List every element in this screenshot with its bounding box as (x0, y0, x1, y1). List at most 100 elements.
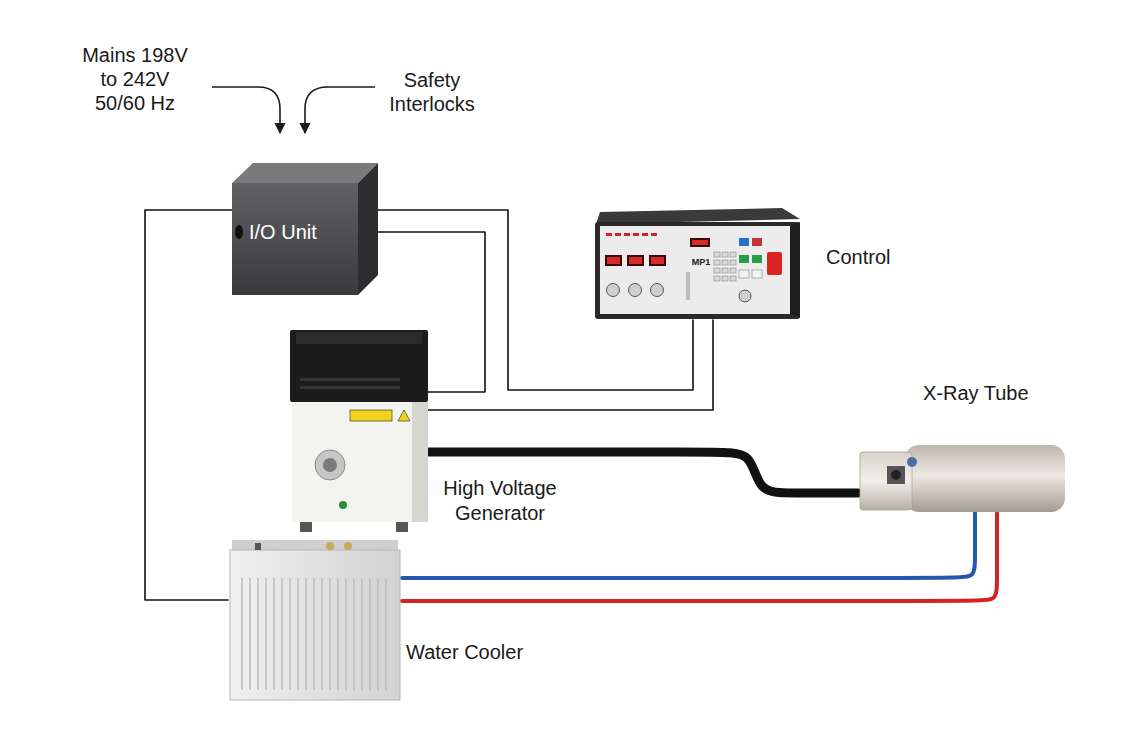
generator-illustration-part (296, 332, 422, 344)
interlock-note: Safety Interlocks (386, 68, 478, 116)
control-unit-illustration-part (714, 268, 720, 273)
water-cooler-illustration-part (249, 578, 251, 690)
water-cooler-illustration (230, 540, 400, 700)
control-unit-illustration-part (739, 270, 749, 278)
control-unit-illustration-part (627, 255, 644, 266)
water-cooler-illustration-part (281, 578, 283, 690)
xray-tube-illustration-part (887, 466, 905, 484)
water-cooler-illustration-part (344, 542, 352, 550)
io-unit-box: I/O Unit (232, 163, 378, 295)
water-cooler-illustration-part (353, 578, 355, 690)
supply-arrow (212, 87, 375, 133)
water-cooler-illustration-part (273, 578, 275, 690)
control-unit-illustration-part (595, 222, 800, 319)
control-unit-illustration-part (722, 276, 728, 281)
control-unit-illustration-part (739, 255, 749, 263)
coolant-pipe (402, 513, 997, 601)
device-label: I/O Unit (249, 220, 359, 245)
device-artwork (212, 87, 1065, 700)
control-unit-illustration-part (629, 284, 642, 297)
control-unit-illustration-part (752, 238, 762, 246)
water-cooler-illustration-part (230, 550, 400, 700)
control-unit-illustration-part (651, 233, 657, 236)
generator-illustration-part (398, 410, 410, 421)
xray-tube-illustration-part (891, 470, 901, 480)
generator-illustration-part (323, 458, 337, 472)
generator-illustration-part (339, 501, 347, 509)
generator-illustration-part (300, 386, 400, 389)
water-cooler-illustration-part (257, 578, 259, 690)
control-unit-illustration-part (730, 260, 736, 265)
control-unit-illustration-part (714, 276, 720, 281)
control-unit-illustration-part (692, 240, 708, 245)
water-cooler-illustration-part (361, 578, 363, 690)
control-unit-illustration-part (730, 268, 736, 273)
control-unit-illustration-part (615, 233, 621, 236)
control-unit-illustration-part (607, 257, 620, 264)
generator-illustration-part (412, 402, 428, 522)
control-unit-illustration-part (790, 222, 800, 318)
io-unit-illustration-part (235, 225, 243, 239)
generator-illustration-part (350, 410, 392, 421)
control-unit-illustration-part (629, 257, 642, 264)
water-cooler-illustration-part (255, 543, 261, 550)
control-unit-illustration (595, 208, 800, 319)
control-unit-illustration-part (633, 233, 639, 236)
control-unit-illustration-part (642, 233, 648, 236)
generator-illustration-part (396, 522, 408, 532)
water-cooler-box: Water Cooler (228, 540, 402, 700)
generator-illustration-part (300, 522, 312, 532)
control-unit-illustration-part (649, 255, 666, 266)
signal-wire (428, 320, 713, 410)
generator-illustration-part (300, 378, 400, 381)
control-unit-illustration-part (651, 284, 664, 297)
control-unit-illustration-part (714, 260, 720, 265)
supply-arrow-part (305, 87, 375, 133)
control-unit-illustration-part (624, 233, 630, 236)
water-cooler-illustration-part (337, 578, 339, 690)
water-cooler-illustration-part (369, 578, 371, 690)
generator-illustration-part (315, 450, 345, 480)
control-unit-illustration-part (690, 238, 710, 247)
water-cooler-illustration-part (305, 578, 307, 690)
control-unit-illustration-part (730, 252, 736, 257)
xray-tube-illustration-part (905, 445, 1065, 512)
control-unit-illustration-part (606, 233, 612, 236)
xray-tube-box: X-Ray Tube (858, 443, 1066, 513)
supply-arrow-part (212, 87, 280, 133)
device-label: X-Ray Tube (923, 381, 1053, 406)
generator-illustration (290, 330, 428, 532)
generator-illustration-part (290, 330, 428, 402)
water-cooler-illustration-part (377, 578, 379, 690)
control-unit-illustration-part (739, 238, 749, 246)
control-unit-illustration-part (596, 208, 800, 224)
control-unit-illustration-part (686, 272, 690, 300)
control-unit-illustration-part (767, 252, 782, 275)
control-unit-illustration-part (722, 260, 728, 265)
io-unit-illustration-part (232, 183, 358, 295)
control-unit-illustration-part (600, 226, 790, 314)
control-unit-illustration-part (714, 252, 720, 257)
water-cooler-illustration-part (297, 578, 299, 690)
xray-tube-illustration-part (860, 452, 912, 510)
xray-tube-illustration (860, 445, 1065, 512)
water-cooler-illustration-part (242, 578, 386, 690)
io-unit-illustration-part (358, 163, 378, 295)
model-label: MP1 (688, 257, 714, 268)
water-cooler-illustration-part (241, 578, 243, 690)
water-cooler-illustration-part (265, 578, 267, 690)
generator-box: High Voltage Generator (290, 330, 428, 535)
io-unit-illustration (232, 163, 378, 295)
device-label: High Voltage Generator (436, 476, 564, 526)
control-unit-illustration-part (752, 270, 762, 278)
signal-wire (145, 210, 232, 600)
water-cooler-illustration-part (345, 578, 347, 690)
water-cooler-illustration-part (289, 578, 291, 690)
water-cooler-illustration-part (321, 578, 323, 690)
supply-note: Mains 198V to 242V 50/60 Hz (74, 43, 196, 115)
control-unit-illustration-part (722, 268, 728, 273)
control-unit-illustration-part (607, 284, 620, 297)
device-label: Water Cooler (406, 640, 556, 665)
control-unit-illustration-part (605, 255, 622, 266)
